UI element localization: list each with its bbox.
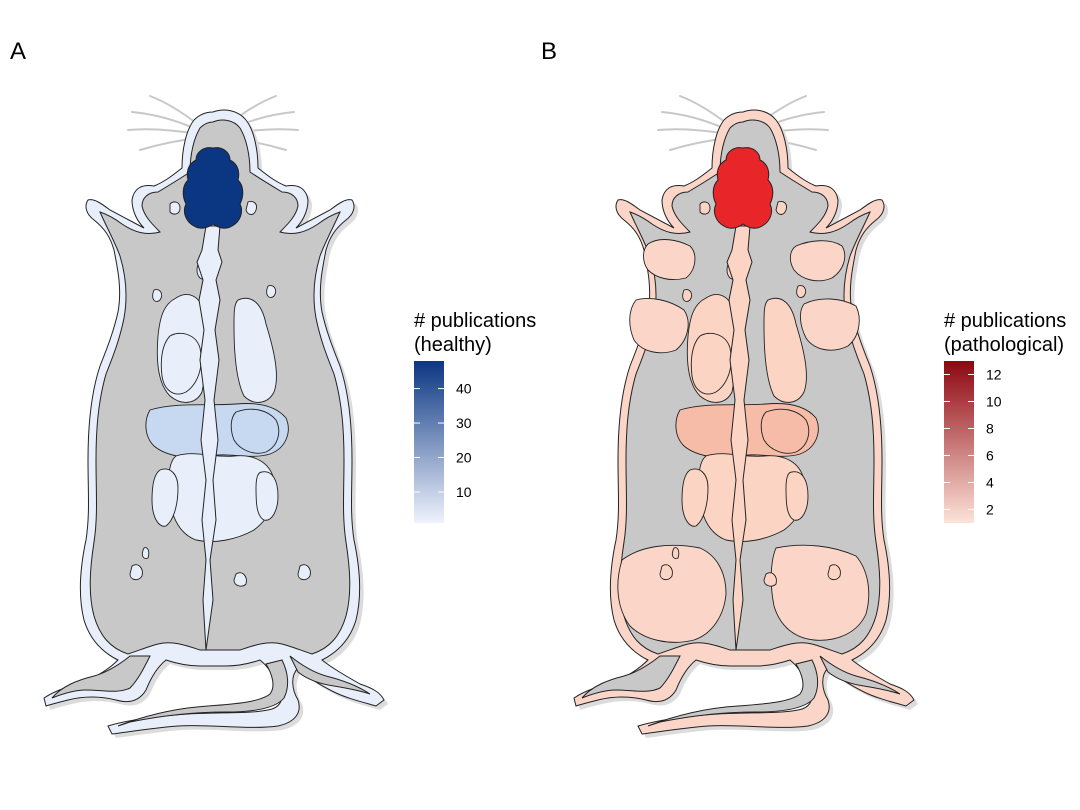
lung-right (763, 297, 807, 403)
panel-label-a: A (10, 38, 27, 65)
muscle-region (643, 239, 696, 281)
colorbar (944, 361, 974, 523)
lymph-node (796, 285, 807, 298)
heart (160, 332, 202, 395)
muscle-region (770, 544, 870, 641)
muscle-region (789, 240, 846, 282)
muscle-region (617, 544, 727, 643)
ear-right (775, 201, 787, 215)
stomach (760, 408, 810, 454)
lymph-node (297, 564, 311, 581)
legend-b-title: # publications (pathological) (944, 309, 1066, 357)
legend-a-title-line2: (healthy) (414, 334, 492, 356)
panel-label-b: B (541, 38, 558, 65)
colorbar-tick-label: 10 (456, 484, 472, 500)
lymph-node (129, 564, 143, 581)
colorbar-tick-label: 10 (986, 394, 1002, 410)
colorbar (414, 361, 444, 523)
lymph-node (682, 289, 693, 302)
legend-b-title-line1: # publications (944, 310, 1067, 332)
colorbar-tick-label: 20 (456, 450, 472, 466)
mouse-diagram-healthy (43, 95, 388, 739)
colon-left (151, 468, 179, 527)
stomach (230, 408, 280, 454)
colorbar-tick-label: 2 (986, 502, 994, 518)
colon-right (785, 471, 809, 521)
lymph-node (671, 547, 680, 559)
ear-left (699, 201, 711, 215)
mouse-diagram-pathological (573, 95, 918, 739)
ear-right (245, 201, 257, 215)
lymph-node (152, 289, 163, 302)
colorbar-tick-label: 40 (456, 381, 472, 397)
lymph-node (659, 564, 673, 581)
colorbar-tick-label: 30 (456, 415, 472, 431)
colorbar-tick-label: 6 (986, 448, 994, 464)
heart (690, 332, 732, 395)
legend-a-title: # publications (healthy) (414, 309, 536, 357)
lymph-node (266, 285, 277, 298)
colon-left (681, 468, 709, 527)
muscle-region (629, 298, 689, 354)
muscle-region (799, 298, 860, 351)
colorbar-tick-label: 4 (986, 475, 994, 491)
colorbar-tick-label: 8 (986, 421, 994, 437)
legend-b-title-line2: (pathological) (944, 334, 1065, 356)
lymph-node (827, 564, 841, 581)
lymph-node (141, 547, 150, 559)
legend-a-title-line1: # publications (414, 310, 537, 332)
lung-right (233, 297, 277, 403)
legend-healthy: 40 30 20 10 (414, 361, 472, 523)
lymph-node (233, 572, 247, 587)
colorbar-tick-label: 12 (986, 367, 1002, 383)
legend-pathological: 12 10 8 6 4 2 (944, 361, 1002, 523)
lymph-node (763, 572, 777, 587)
ear-left (169, 201, 181, 215)
colon-right (255, 471, 279, 521)
